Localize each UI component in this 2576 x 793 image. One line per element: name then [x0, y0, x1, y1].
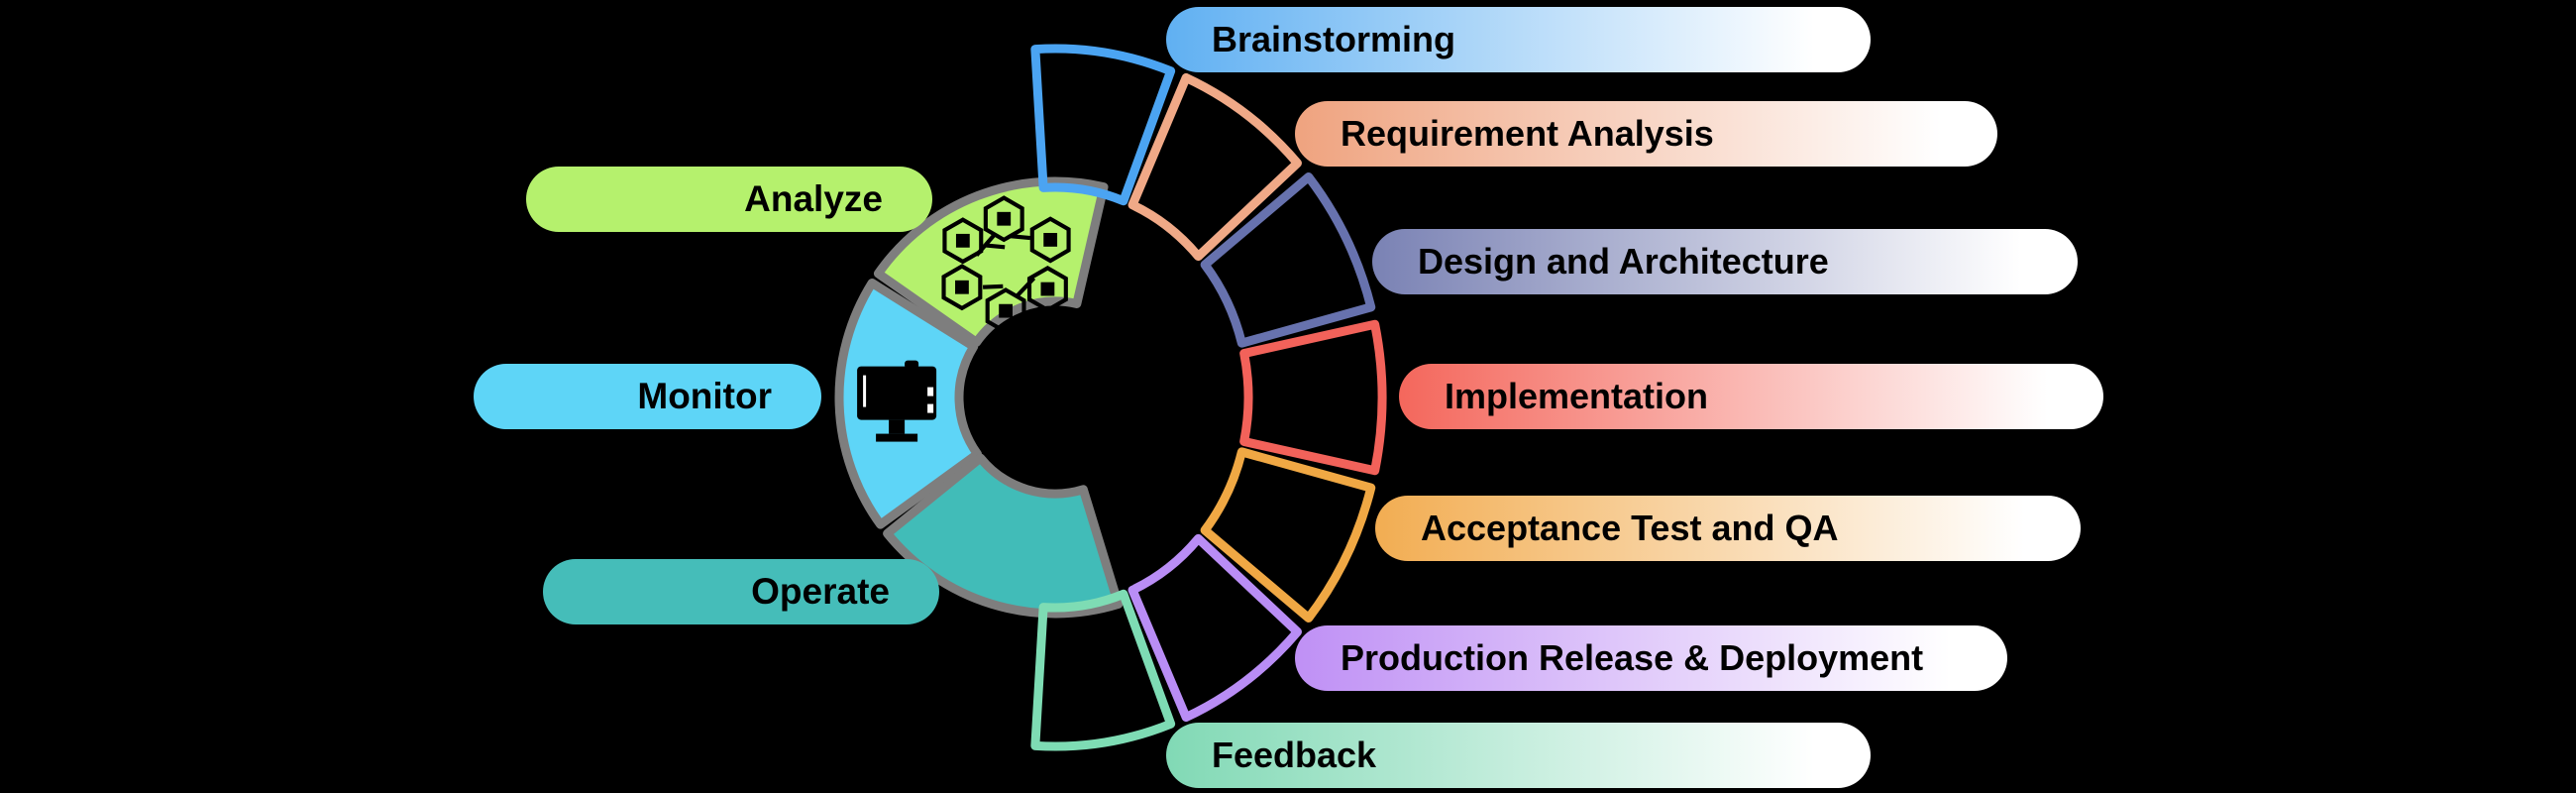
network-icon — [941, 195, 1071, 335]
pill-label: Requirement Analysis — [1341, 113, 1714, 154]
pill-label: Analyze — [744, 178, 883, 219]
label-pill-operate: Operate — [543, 559, 939, 624]
label-pill-production-release-deployment: Production Release & Deployment — [1295, 625, 2007, 691]
pill-label: Monitor — [637, 376, 772, 416]
label-pill-analyze: Analyze — [526, 167, 932, 232]
wheel-segment-requirement-analysis — [1127, 72, 1302, 262]
label-pill-implementation: Implementation — [1399, 364, 2103, 429]
wheel-segment-feedback — [1030, 589, 1176, 751]
wheel-segment-production-release-deployment — [1127, 533, 1302, 723]
wheel-segments-layer — [834, 44, 1387, 751]
pill-label: Implementation — [1445, 376, 1709, 416]
label-pill-requirement-analysis: Requirement Analysis — [1295, 101, 1997, 167]
monitor-icon — [857, 360, 937, 442]
label-pill-brainstorming: Brainstorming — [1166, 7, 1871, 72]
pill-label: Operate — [751, 571, 890, 612]
pill-label: Feedback — [1212, 735, 1377, 775]
pill-label: Production Release & Deployment — [1341, 637, 1924, 678]
wheel-segment-brainstorming — [1030, 44, 1176, 206]
wheel-segment-implementation — [1239, 319, 1387, 476]
gears-icon — [0, 0, 67, 71]
label-pill-acceptance-test-qa: Acceptance Test and QA — [1375, 496, 2081, 561]
wheel-segment-acceptance-test-qa — [1200, 447, 1376, 623]
pill-label: Brainstorming — [1212, 19, 1456, 59]
label-pill-design-architecture: Design and Architecture — [1372, 229, 2078, 294]
label-pill-monitor: Monitor — [474, 364, 821, 429]
pill-label: Acceptance Test and QA — [1421, 508, 1839, 548]
wheel-segment-design-architecture — [1200, 172, 1376, 348]
pill-label: Design and Architecture — [1418, 241, 1829, 282]
label-pill-feedback: Feedback — [1166, 723, 1871, 788]
